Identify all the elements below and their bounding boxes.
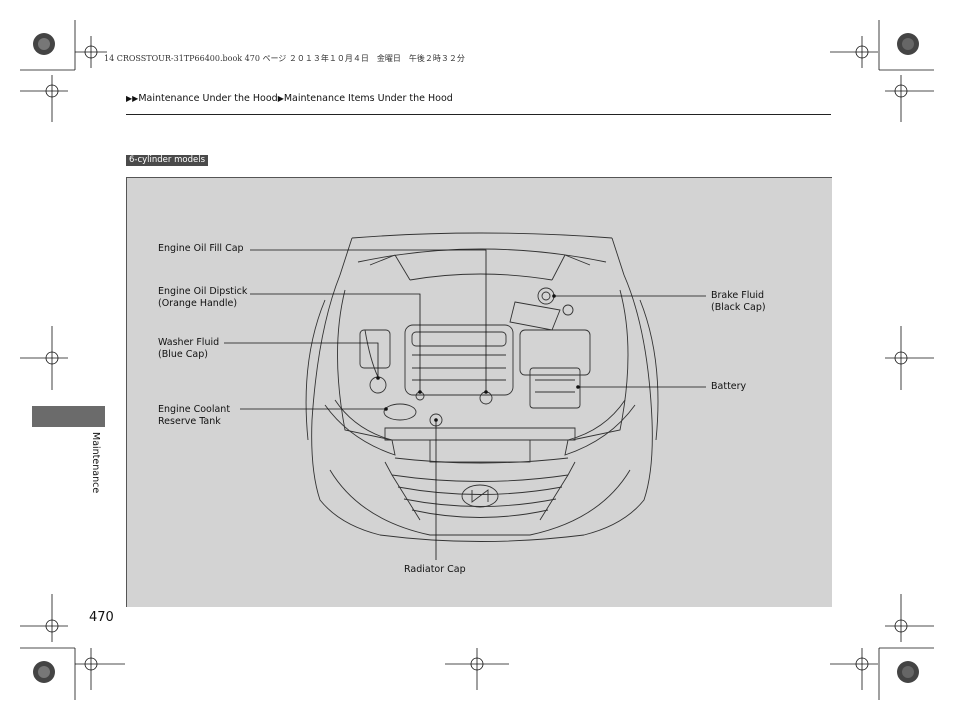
page-number: 470 bbox=[89, 610, 114, 625]
callout-battery: Battery bbox=[711, 381, 746, 393]
breadcrumb: ▶▶Maintenance Under the Hood▶Maintenance… bbox=[126, 93, 453, 104]
breadcrumb-level1[interactable]: Maintenance Under the Hood bbox=[138, 93, 278, 104]
callout-radiator-cap: Radiator Cap bbox=[404, 564, 466, 576]
crosshair-icon bbox=[885, 75, 934, 122]
arrow-icon: ▶ bbox=[277, 94, 284, 103]
callout-engine-oil-dipstick: Engine Oil Dipstick (Orange Handle) bbox=[158, 286, 247, 310]
callout-text: (Blue Cap) bbox=[158, 349, 208, 360]
callout-text: Radiator Cap bbox=[404, 564, 466, 575]
crosshair-icon bbox=[20, 594, 68, 642]
callout-text: Engine Oil Fill Cap bbox=[158, 243, 244, 254]
callout-text: Engine Oil Dipstick bbox=[158, 286, 248, 297]
crosshair-icon bbox=[75, 36, 107, 68]
color-target-icon bbox=[897, 661, 919, 683]
side-tab[interactable] bbox=[32, 406, 105, 427]
crosshair-icon bbox=[445, 648, 509, 690]
callout-brake-fluid: Brake Fluid (Black Cap) bbox=[711, 290, 766, 314]
callout-washer-fluid: Washer Fluid (Blue Cap) bbox=[158, 337, 219, 361]
print-header: 14 CROSSTOUR-31TP66400.book 470 ページ ２０１３… bbox=[104, 54, 465, 63]
color-target-icon bbox=[33, 661, 55, 683]
callout-text: Washer Fluid bbox=[158, 337, 220, 348]
crosshair-icon bbox=[20, 326, 68, 390]
model-badge: 6-cylinder models bbox=[126, 155, 209, 166]
callout-text: Brake Fluid bbox=[711, 290, 765, 301]
callout-text: Reserve Tank bbox=[158, 416, 221, 427]
breadcrumb-level2[interactable]: Maintenance Items Under the Hood bbox=[283, 93, 453, 104]
callout-engine-oil-fill-cap: Engine Oil Fill Cap bbox=[158, 243, 244, 255]
callout-engine-coolant: Engine Coolant Reserve Tank bbox=[158, 404, 230, 428]
color-target-icon bbox=[897, 33, 919, 55]
crosshair-icon bbox=[20, 75, 68, 122]
callout-text: Battery bbox=[711, 381, 747, 392]
callout-text: (Orange Handle) bbox=[158, 298, 238, 309]
crosshair-icon bbox=[830, 36, 878, 68]
side-tab-label: Maintenance bbox=[90, 432, 101, 494]
double-arrow-icon: ▶▶ bbox=[126, 94, 139, 103]
crosshair-icon bbox=[75, 648, 125, 690]
color-target-icon bbox=[33, 33, 55, 55]
crosshair-icon bbox=[885, 326, 934, 390]
crosshair-icon bbox=[830, 648, 878, 690]
crosshair-icon bbox=[885, 594, 934, 642]
callout-text: (Black Cap) bbox=[711, 302, 766, 313]
header-rule bbox=[126, 114, 831, 115]
callout-text: Engine Coolant bbox=[158, 404, 231, 415]
